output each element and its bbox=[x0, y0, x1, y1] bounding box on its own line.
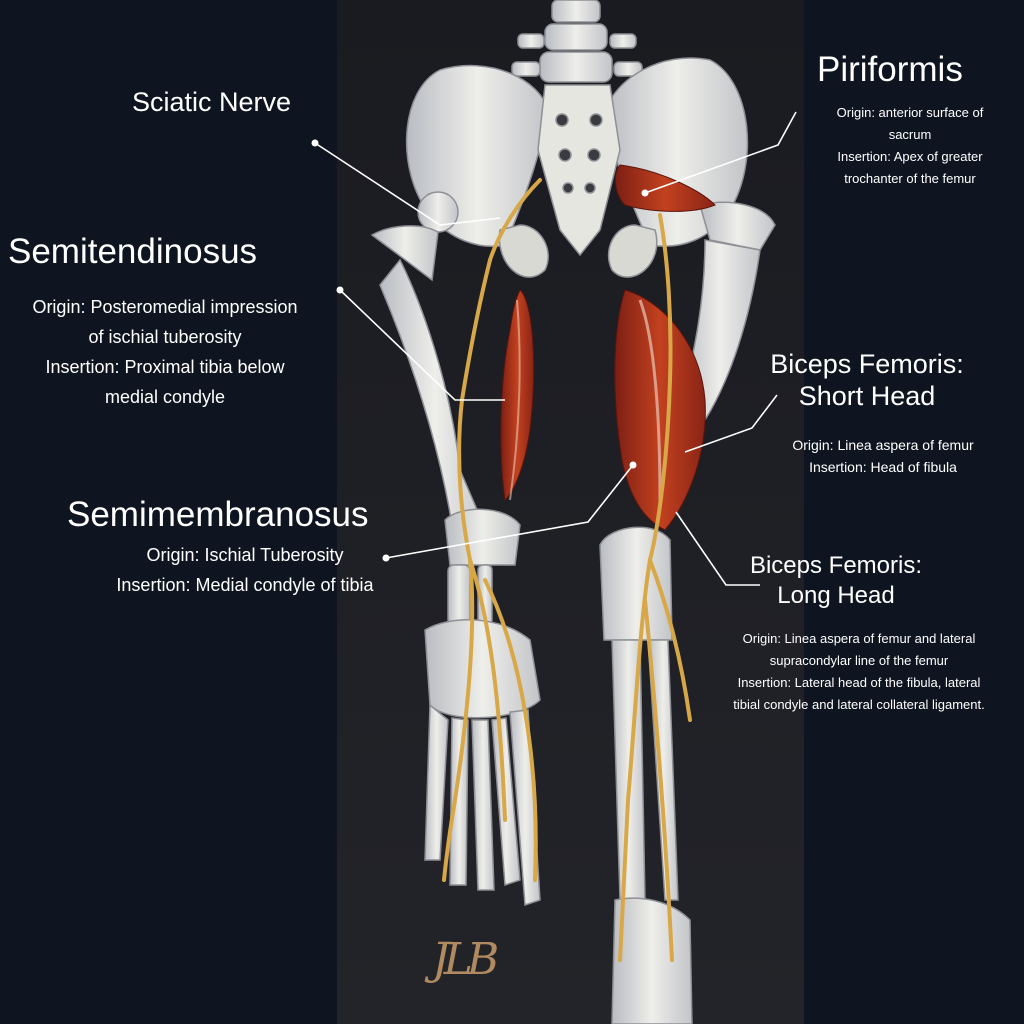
leader-biceps-long bbox=[675, 511, 760, 586]
semitendinosus-line-3: Insertion: Proximal tibia below bbox=[45, 357, 285, 377]
biceps-short-head-title: Biceps Femoris: Short Head bbox=[752, 348, 982, 412]
piriformis-line-3: Insertion: Apex of greater bbox=[837, 149, 983, 164]
piriformis-line-4: trochanter of the femur bbox=[844, 171, 976, 186]
semimembranosus-line-1: Origin: Ischial Tuberosity bbox=[146, 545, 344, 565]
semitendinosus-line-2: of ischial tuberosity bbox=[88, 327, 242, 347]
sciatic-nerve-title: Sciatic Nerve bbox=[132, 87, 292, 117]
biceps-long-head-title: Biceps Femoris: Long Head bbox=[738, 551, 934, 611]
piriformis-line-1: Origin: anterior surface of bbox=[836, 105, 984, 120]
biceps-long-line-3: Insertion: Lateral head of the fibula, l… bbox=[737, 675, 981, 690]
leader-sciatic bbox=[314, 142, 501, 226]
leader-biceps-short bbox=[684, 394, 778, 453]
semitendinosus-title: Semitendinosus bbox=[8, 232, 258, 271]
semitendinosus-description: Origin: Posteromedial impression of isch… bbox=[0, 292, 330, 412]
leader-piriformis bbox=[644, 111, 797, 194]
biceps-long-head-description: Origin: Linea aspera of femur and latera… bbox=[700, 628, 1018, 716]
leader-semimembranosus bbox=[385, 464, 634, 559]
semitendinosus-line-4: medial condyle bbox=[104, 387, 226, 407]
biceps-short-head-description: Origin: Linea aspera of femur Insertion:… bbox=[752, 434, 1014, 478]
biceps-long-line-1: Origin: Linea aspera of femur and latera… bbox=[742, 631, 976, 646]
biceps-short-line-2: Insertion: Head of fibula bbox=[809, 459, 957, 475]
semitendinosus-muscle bbox=[500, 289, 535, 502]
piriformis-title: Piriformis bbox=[817, 50, 963, 89]
leader-endpoints bbox=[311, 139, 649, 562]
biceps-long-title-line-1: Biceps Femoris: bbox=[749, 552, 923, 579]
nerves bbox=[442, 178, 692, 962]
spine bbox=[511, 0, 643, 83]
semimembranosus-title: Semimembranosus bbox=[67, 495, 369, 534]
biceps-short-title-line-2: Short Head bbox=[798, 381, 936, 411]
piriformis-description: Origin: anterior surface of sacrum Inser… bbox=[808, 102, 1012, 190]
biceps-long-title-line-2: Long Head bbox=[777, 582, 895, 609]
semitendinosus-line-1: Origin: Posteromedial impression bbox=[32, 297, 298, 317]
hamstring-group-right bbox=[614, 289, 706, 531]
biceps-short-line-1: Origin: Linea aspera of femur bbox=[792, 437, 974, 453]
piriformis-muscle bbox=[614, 164, 716, 212]
biceps-long-line-4: tibial condyle and lateral collateral li… bbox=[733, 697, 985, 712]
biceps-long-line-2: supracondylar line of the femur bbox=[769, 653, 949, 668]
artist-signature: JLB bbox=[432, 934, 499, 985]
piriformis-line-2: sacrum bbox=[888, 127, 932, 142]
biceps-short-title-line-1: Biceps Femoris: bbox=[770, 349, 964, 379]
left-leg-bones bbox=[370, 191, 541, 907]
leader-semitendinosus bbox=[339, 289, 505, 401]
semimembranosus-description: Origin: Ischial Tuberosity Insertion: Me… bbox=[80, 540, 410, 600]
semimembranosus-line-2: Insertion: Medial condyle of tibia bbox=[116, 575, 374, 595]
muscles bbox=[500, 164, 716, 531]
leader-lines bbox=[314, 111, 797, 586]
